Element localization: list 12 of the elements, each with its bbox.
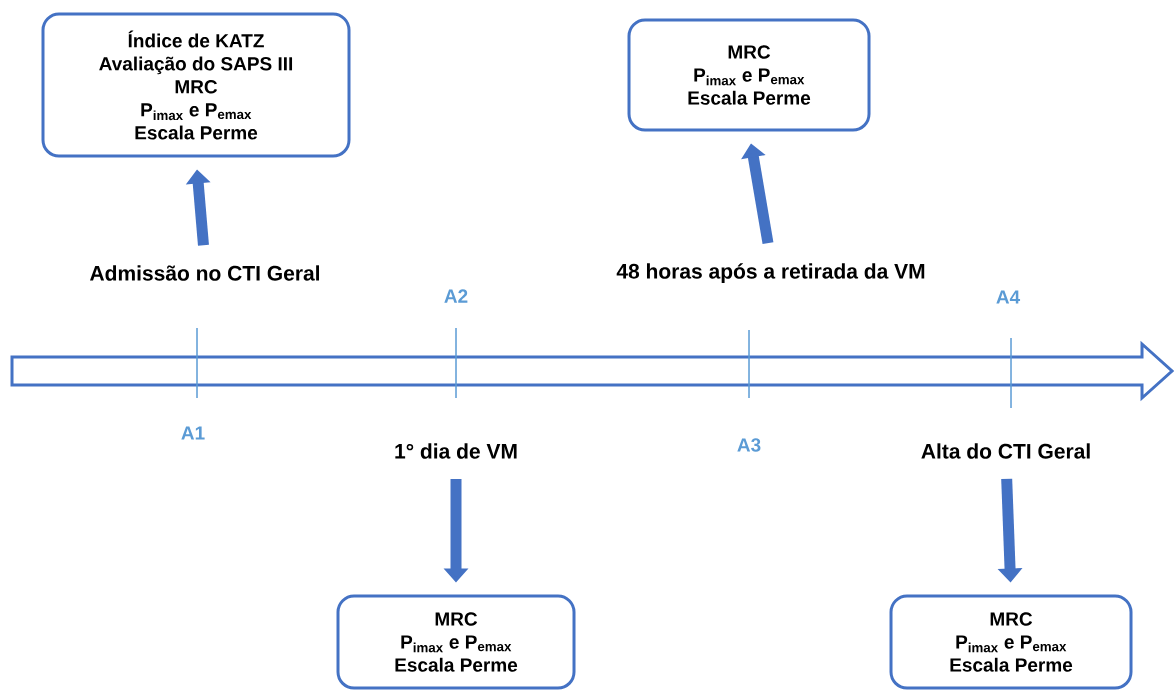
event-label: Admissão no CTI Geral bbox=[90, 265, 320, 281]
point-label: A2 bbox=[444, 289, 468, 303]
point-label: A3 bbox=[737, 438, 761, 452]
event-label: Alta do CTI Geral bbox=[921, 443, 1090, 459]
event-label: 48 horas após a retirada da VM bbox=[616, 263, 925, 283]
point-label: A1 bbox=[181, 426, 205, 440]
measure-box: MRC P$_{imax}$ e P$_{emax}$ Escala Perme bbox=[627, 18, 871, 132]
point-label: A4 bbox=[996, 290, 1021, 304]
event-label: 1° dia de VM bbox=[395, 443, 517, 459]
measure-box: MRC P$_{imax}$ e P$_{emax}$ Escala Perme bbox=[336, 594, 576, 690]
measure-box: Índice de KATZ Avaliação do SAPS III MRC P$_{imax}$ e P$_{emax}$ Escala Perme bbox=[41, 12, 351, 158]
measure-box: MRC P$_{imax}$ e P$_{emax}$ Escala Perme bbox=[889, 594, 1133, 690]
